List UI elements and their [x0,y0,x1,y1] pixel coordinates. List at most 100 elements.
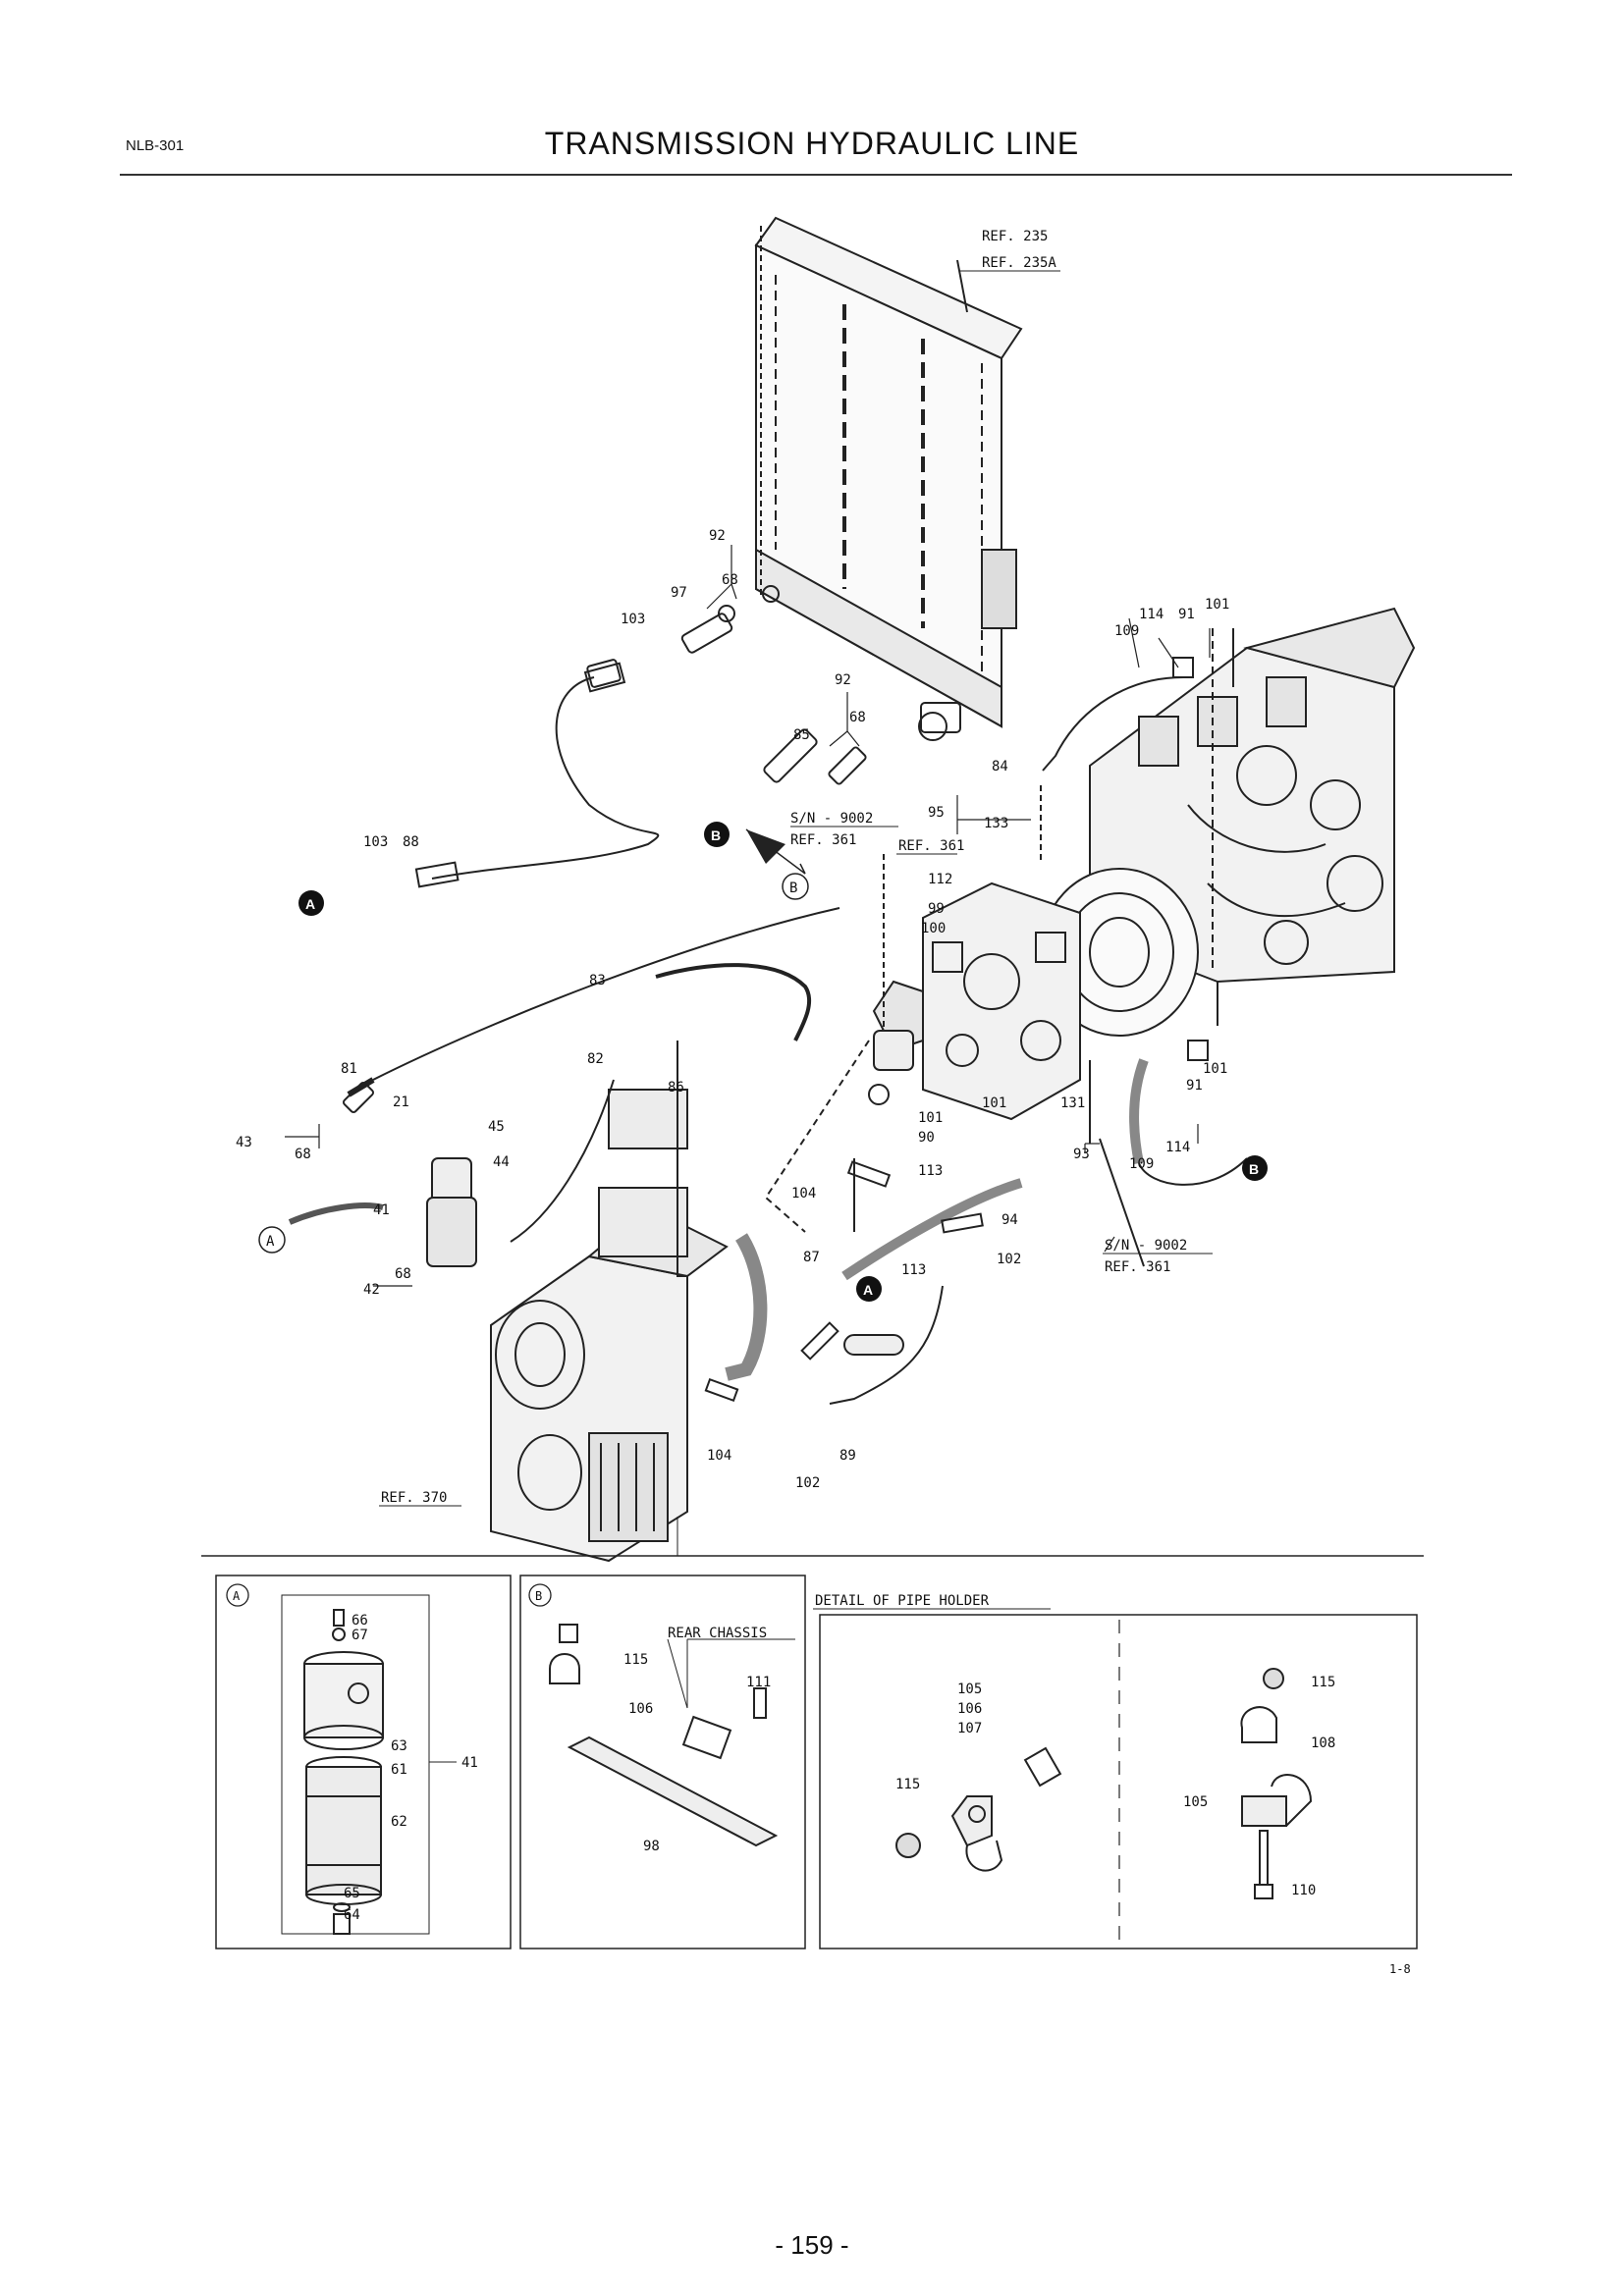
svg-text:91: 91 [1186,1078,1203,1094]
ref-valve-sn: REF. 361 [790,832,856,848]
svg-text:43: 43 [236,1135,252,1150]
ref-transmission: REF. 370 [381,1490,447,1506]
svg-text:86: 86 [668,1080,684,1095]
svg-text:102: 102 [997,1252,1021,1267]
svg-text:90: 90 [918,1130,935,1146]
svg-text:102: 102 [795,1475,820,1491]
svg-text:A: A [233,1589,241,1603]
leader-lines [285,545,1211,1287]
svg-text:104: 104 [707,1448,731,1464]
svg-text:41: 41 [373,1202,390,1218]
page-number: - 159 - [775,2230,849,2260]
svg-text:82: 82 [587,1051,604,1067]
part-labels: 92 68 97 103 92 68 85 103 88 114 91 101 … [236,528,1229,1491]
svg-text:101: 101 [982,1095,1006,1111]
svg-text:103: 103 [621,612,645,627]
svg-text:85: 85 [793,727,810,743]
detail-pipe-holder-drawing [895,1668,1313,1899]
radiator-drawing [754,216,1023,741]
svg-text:91: 91 [1178,607,1195,622]
svg-text:87: 87 [803,1250,820,1265]
marker-b-top: B [704,822,730,847]
svg-text:DETAIL OF PIPE HOLDER: DETAIL OF PIPE HOLDER [815,1593,990,1609]
svg-text:61: 61 [391,1762,407,1778]
svg-text:81: 81 [341,1061,357,1077]
marker-b-outline: B [782,873,809,900]
svg-text:111: 111 [746,1675,771,1690]
svg-text:94: 94 [1001,1212,1018,1228]
engine-drawing [1040,607,1416,1037]
page-title: TRANSMISSION HYDRAULIC LINE [544,126,1080,161]
svg-text:115: 115 [1311,1675,1335,1690]
marker-a-left: A [298,890,324,916]
svg-text:A: A [305,896,315,912]
svg-text:133: 133 [984,816,1008,831]
svg-text:108: 108 [1311,1735,1335,1751]
svg-text:113: 113 [901,1262,926,1278]
svg-text:115: 115 [623,1652,648,1668]
svg-text:68: 68 [395,1266,411,1282]
svg-text:107: 107 [957,1721,982,1736]
svg-text:97: 97 [671,585,687,601]
marker-a-center: A [856,1276,882,1302]
svg-text:45: 45 [488,1119,505,1135]
svg-text:89: 89 [839,1448,856,1464]
svg-text:84: 84 [992,759,1008,774]
svg-text:44: 44 [493,1154,510,1170]
svg-text:68: 68 [295,1147,311,1162]
svg-text:105: 105 [957,1682,982,1697]
svg-text:114: 114 [1165,1140,1190,1155]
svg-text:B: B [711,828,721,843]
svg-text:65: 65 [344,1886,360,1901]
svg-text:101: 101 [1203,1061,1227,1077]
figure-code: 1-8 [1389,1962,1411,1976]
svg-text:83: 83 [589,973,606,988]
svg-text:41: 41 [461,1755,478,1771]
svg-text:63: 63 [391,1738,407,1754]
svg-text:B: B [535,1589,542,1603]
detail-a-labels: A 66 67 63 61 62 65 64 41 [226,1583,478,1923]
svg-text:106: 106 [957,1701,982,1717]
detail-a-filter-drawing [303,1609,457,1935]
svg-text:99: 99 [928,901,945,917]
detail-b-labels: B REAR CHASSIS 115 106 111 98 [528,1583,771,1854]
svg-text:A: A [266,1234,275,1250]
sn-note-left: S/N - 9002 [790,811,873,827]
svg-text:88: 88 [403,834,419,850]
svg-text:92: 92 [835,672,851,688]
sn-note-right: S/N - 9002 [1105,1238,1187,1254]
ref-radiator: REF. 235 [982,229,1048,244]
transmission-drawing [490,1089,729,1563]
svg-text:B: B [1249,1161,1259,1177]
svg-text:21: 21 [393,1095,409,1110]
title-divider [120,174,1512,176]
svg-text:131: 131 [1060,1095,1085,1111]
svg-text:68: 68 [722,572,738,588]
svg-text:110: 110 [1291,1883,1316,1898]
svg-text:101: 101 [918,1110,943,1126]
marker-a-outline: A [258,1226,286,1254]
detail-b-bracket-drawing [549,1624,795,1847]
svg-text:67: 67 [352,1628,368,1643]
fittings [342,585,1209,1403]
svg-text:42: 42 [363,1282,380,1298]
svg-text:115: 115 [895,1777,920,1792]
svg-text:113: 113 [918,1163,943,1179]
svg-text:103: 103 [363,834,388,850]
ref-radiator-alt: REF. 235A [982,255,1056,271]
page-code: NLB-301 [126,137,185,154]
svg-text:95: 95 [928,805,945,821]
svg-text:100: 100 [921,921,946,936]
svg-text:66: 66 [352,1613,368,1629]
svg-text:109: 109 [1129,1156,1154,1172]
svg-text:62: 62 [391,1814,407,1830]
svg-text:101: 101 [1205,597,1229,613]
pipe-holder-labels: DETAIL OF PIPE HOLDER 105 106 107 115 11… [813,1593,1335,1898]
hose-lines [347,628,1248,1405]
svg-text:98: 98 [643,1839,660,1854]
svg-text:112: 112 [928,872,952,887]
ref-valve-sn-right: REF. 361 [1105,1259,1170,1275]
marker-b-right: B [1242,1155,1268,1181]
ref-valve-top: REF. 361 [898,838,964,854]
svg-text:106: 106 [628,1701,653,1717]
